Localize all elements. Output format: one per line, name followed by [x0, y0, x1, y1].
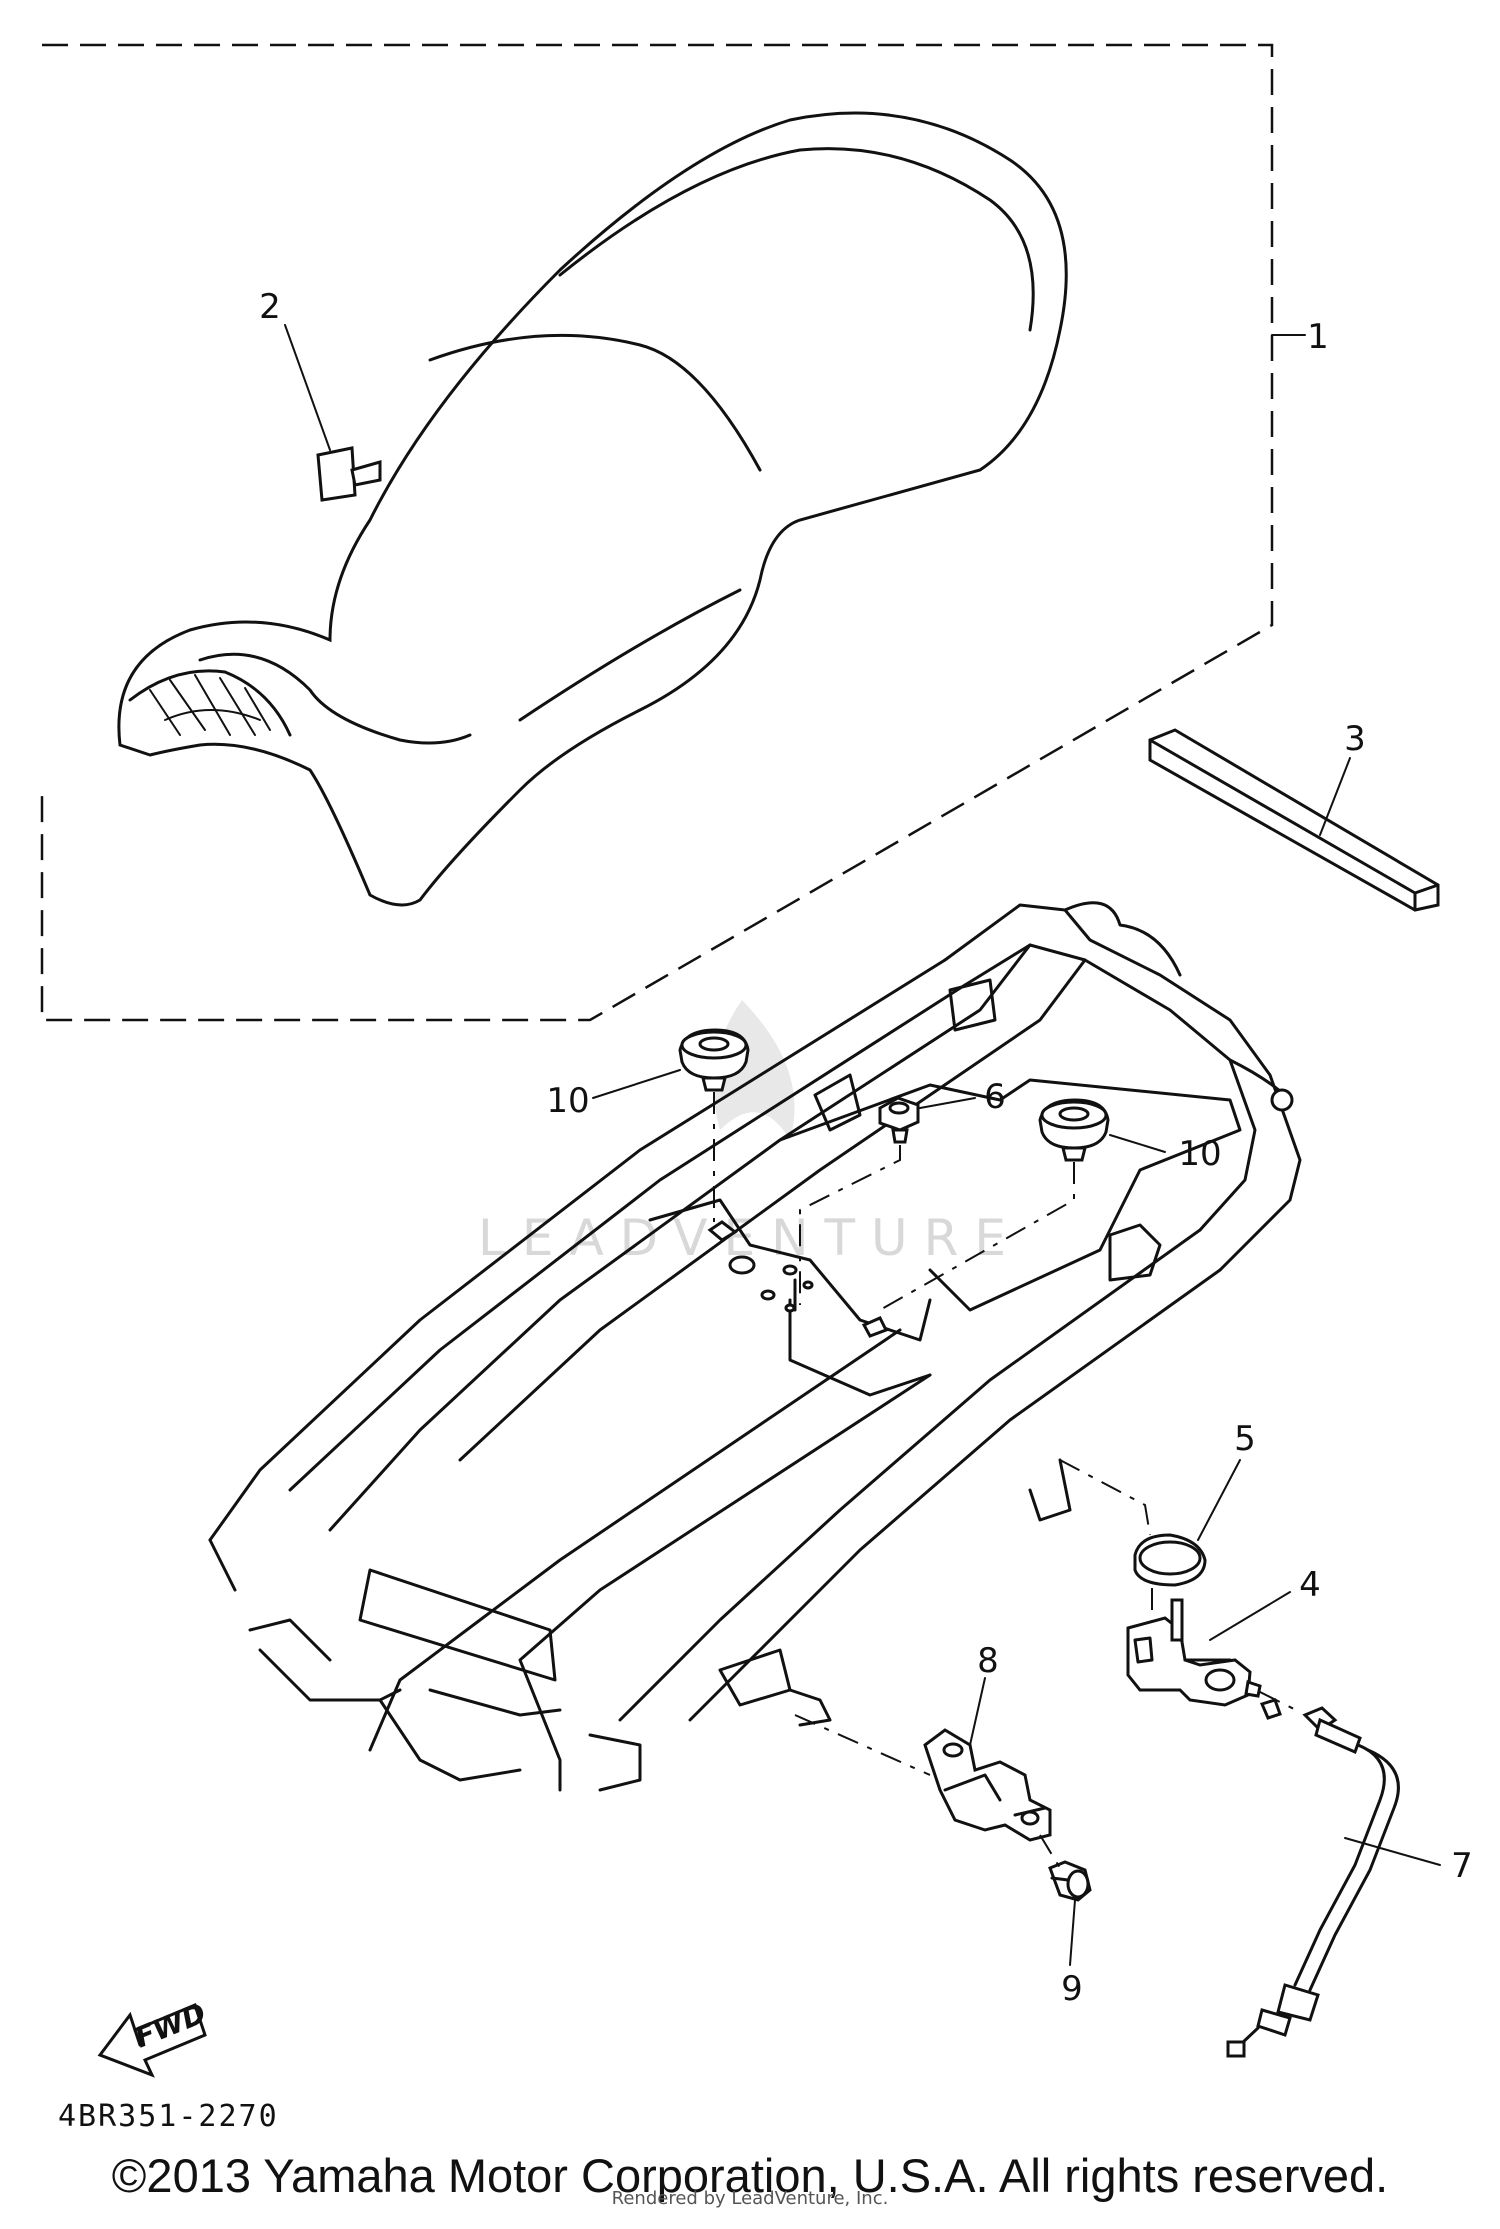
forward-direction-arrow: FWD: [97, 1996, 211, 2078]
callout-3: 3: [1344, 719, 1366, 759]
callout-7-leader: [1344, 1837, 1441, 1866]
diagram-code: 4BR351-2270: [58, 2099, 279, 2134]
callout-4: 4: [1299, 1565, 1321, 1605]
part-6-axis: [799, 1145, 901, 1305]
callout-8: 8: [977, 1641, 999, 1681]
copyright-notice: ©2013 Yamaha Motor Corporation, U.S.A. A…: [111, 2149, 1389, 2202]
callout-10b-leader: [1109, 1134, 1166, 1153]
callout-9: 9: [1061, 1969, 1083, 2009]
part-8-axis: [794, 1714, 931, 1776]
part-7-seat-lock-cable: [1226, 1691, 1400, 2058]
callout-1: 1: [1307, 317, 1329, 357]
callout-9-leader: [1069, 1899, 1076, 1966]
callout-3-leader: [1319, 757, 1351, 836]
part-5-axis: [1059, 1459, 1151, 1536]
part-8-bracket: [923, 1728, 1052, 1842]
callout-6-leader: [919, 1097, 976, 1109]
part-10-damper-left: [678, 1028, 750, 1092]
callout-2: 2: [259, 287, 281, 327]
part-10-damper-right: [1038, 1098, 1110, 1162]
rear-frame: [208, 901, 1302, 1792]
callout-5: 5: [1234, 1419, 1256, 1459]
callout-10a-leader: [592, 1069, 681, 1099]
part-9-bolt: [1048, 1860, 1092, 1902]
rendered-by-notice: Rendered by LeadVenture, Inc.: [611, 2188, 889, 2209]
leadventure-watermark: LEADVENTURE: [478, 1000, 1006, 1267]
part-5-cover: [1133, 1533, 1207, 1587]
part-6-nut: [878, 1096, 920, 1144]
callout-10b: 10: [1178, 1134, 1221, 1174]
callout-6: 6: [984, 1077, 1006, 1117]
callout-5-leader: [1197, 1459, 1241, 1541]
seat-assembly-boundary: [40, 43, 1274, 1022]
part-3-strip: [1148, 728, 1440, 912]
callout-7: 7: [1451, 1846, 1473, 1886]
part-10b-axis: [879, 1162, 1075, 1311]
callout-8-leader: [969, 1677, 986, 1746]
seat: [117, 111, 1068, 907]
callout-2-leader: [284, 324, 331, 451]
callout-10a: 10: [546, 1081, 589, 1121]
callout-4-leader: [1209, 1591, 1291, 1641]
part-9-axis: [1039, 1834, 1061, 1869]
part-4-seat-lock: [1126, 1598, 1262, 1707]
